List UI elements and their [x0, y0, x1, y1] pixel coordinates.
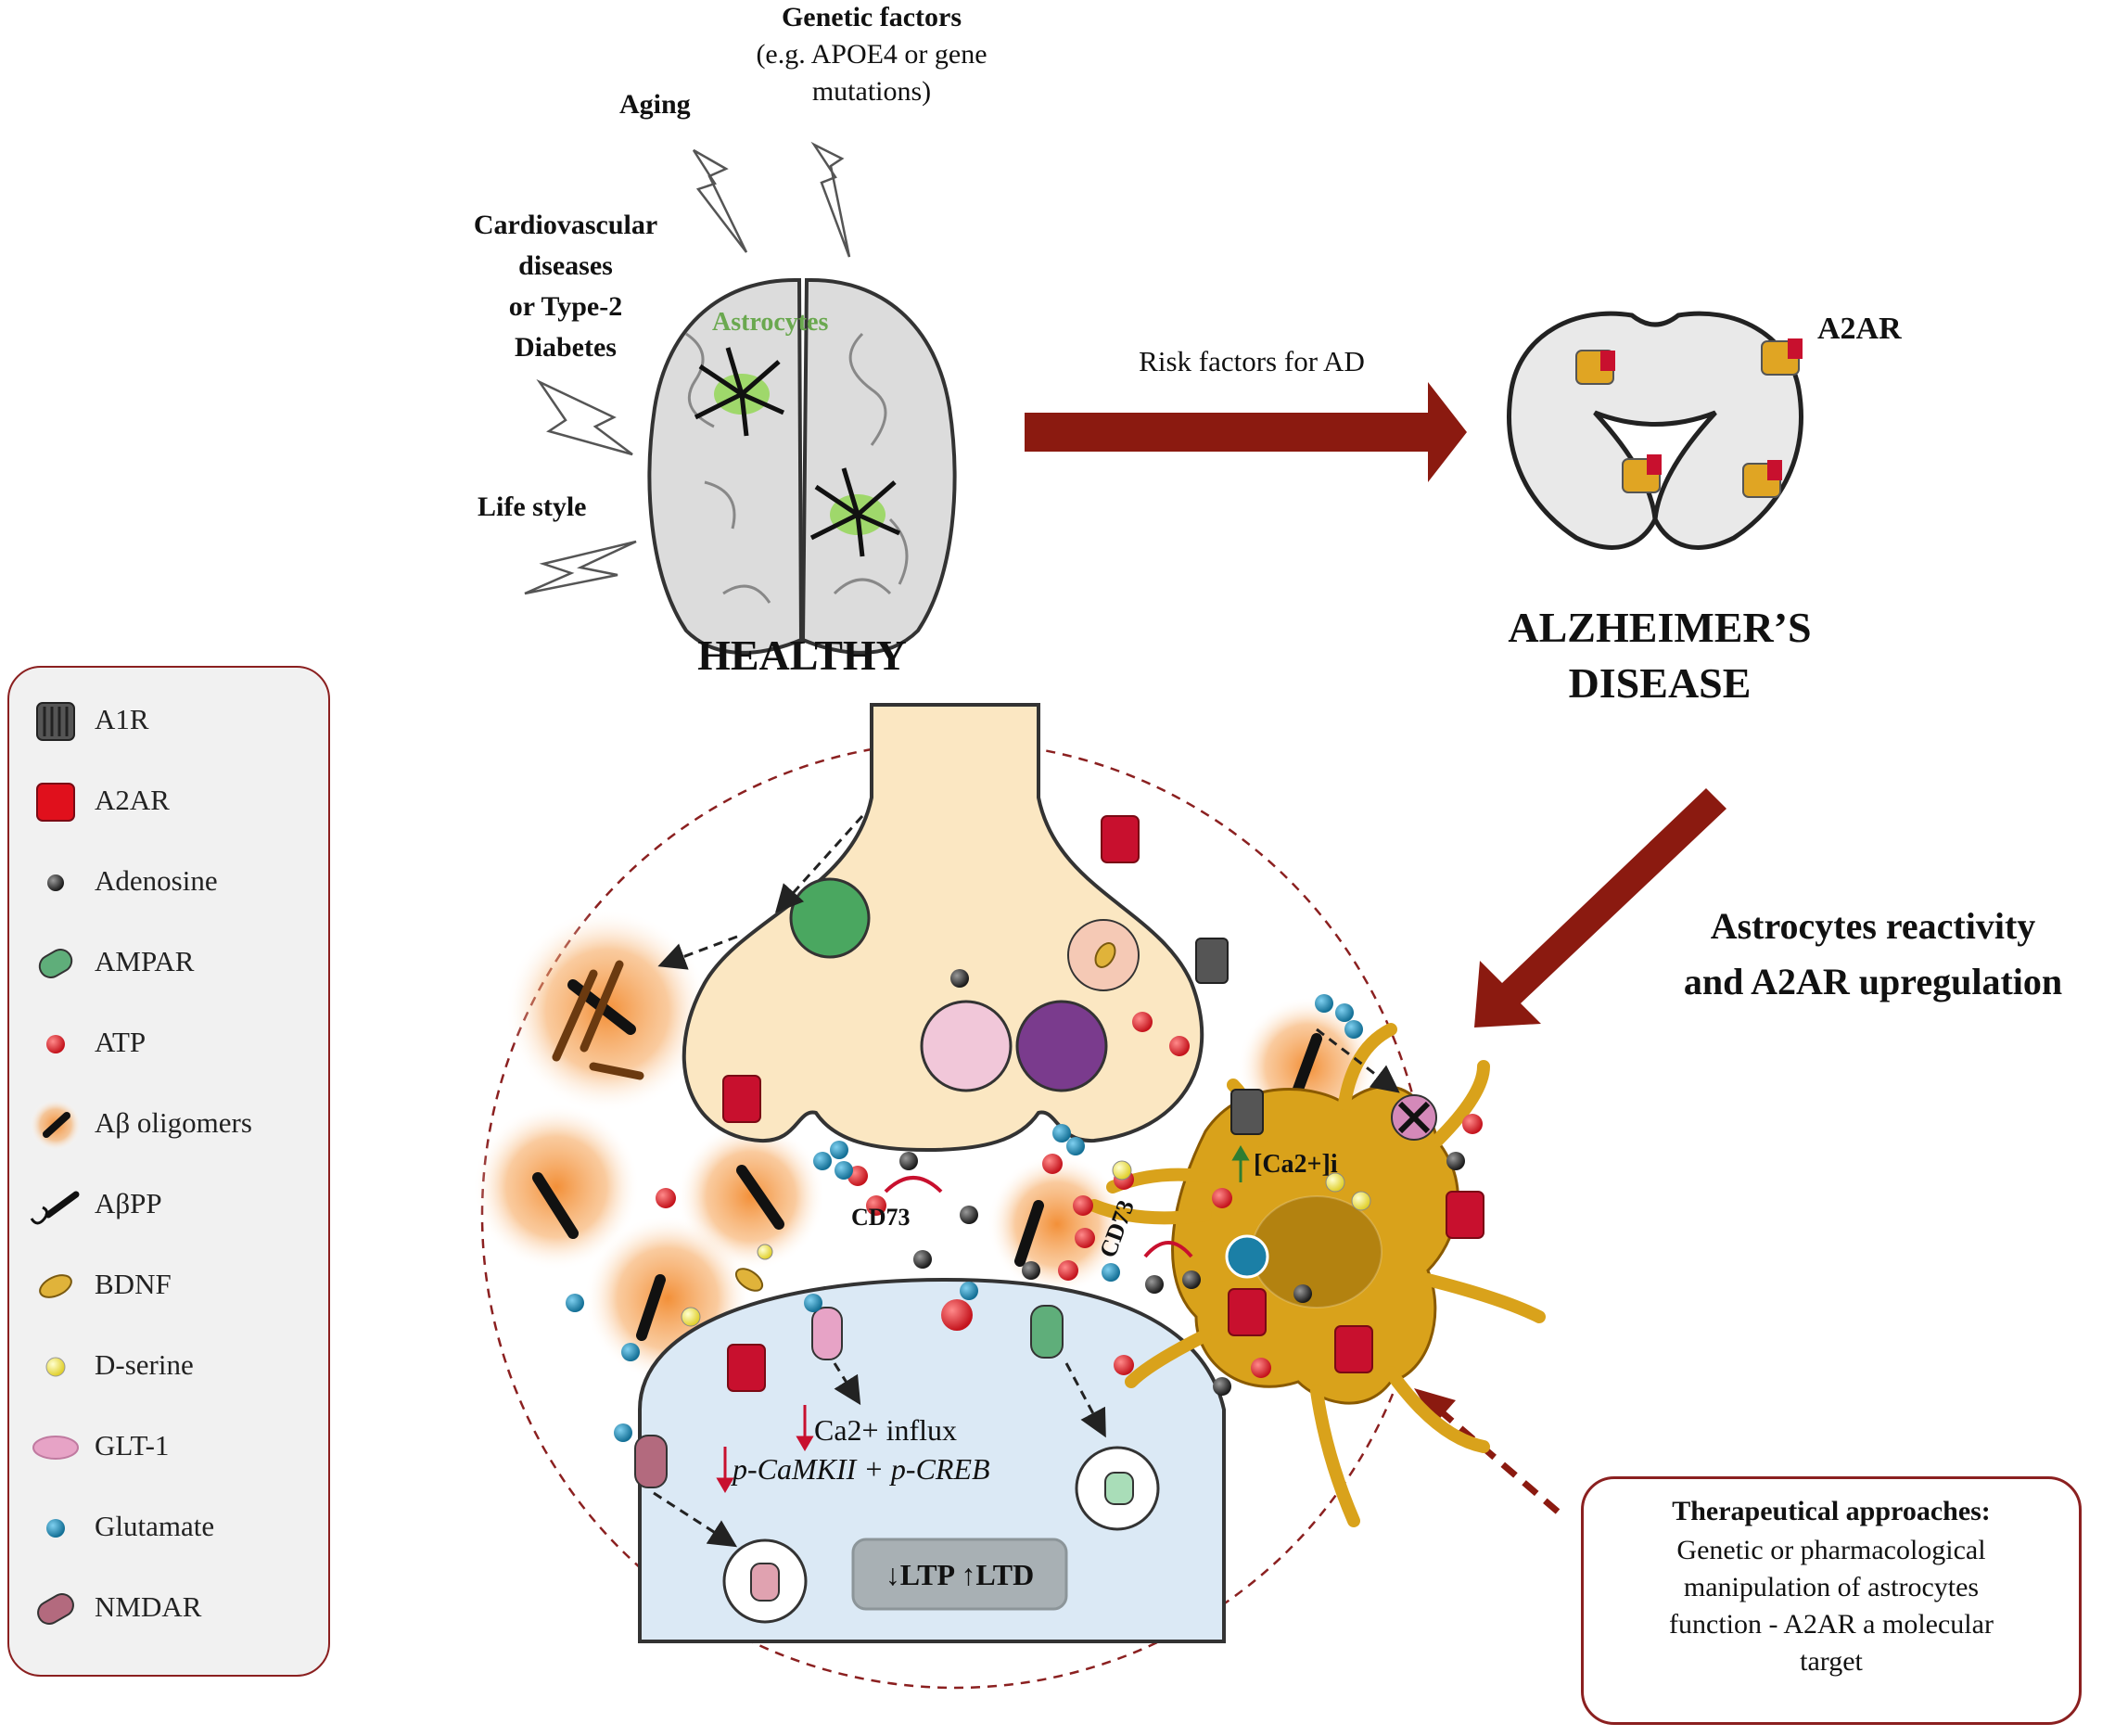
atp-dot-icon [46, 1035, 65, 1053]
therapy-arrow [1414, 1388, 1561, 1514]
astrocyte-in-brain-2 [809, 467, 901, 557]
legend-label-d-serine: D-serine [95, 1348, 194, 1381]
legend-label-a2ar: A2AR [95, 784, 170, 816]
trafficking-arrows [653, 814, 1400, 1548]
legend-item-ampar: AMPAR [9, 936, 325, 991]
therapy-title: Therapeutical approaches: [1672, 1496, 1991, 1526]
genetic-factors-title: Genetic factors [781, 2, 962, 32]
healthy-brain [647, 277, 957, 655]
legend-item-bdnf: BDNF [9, 1258, 325, 1314]
adenosine-dot-icon [47, 874, 64, 891]
astrocytes-label: Astrocytes [712, 308, 829, 337]
a2ar-receptor-icon [36, 783, 75, 822]
therapy-line-1: Genetic or pharmacological [1676, 1535, 1986, 1565]
cardio-label-1: Cardiovascular [473, 210, 658, 240]
legend-label-atp: ATP [95, 1026, 147, 1058]
adenosine-molecules [899, 969, 1465, 1396]
d-serine-molecules [681, 1160, 1371, 1327]
reactivity-label-2: and A2AR upregulation [1683, 961, 2063, 1002]
decrease-arrows [716, 1405, 814, 1493]
nmdar-receptor [634, 1435, 780, 1602]
legend-label-ampar: AMPAR [95, 945, 195, 977]
therapy-line-3: function - A2AR a molecular [1669, 1609, 1994, 1640]
legend-item-nmdar: NMDAR [9, 1581, 325, 1637]
cd73-label-left: CD73 [851, 1204, 911, 1231]
a2ar-receptors [722, 815, 1484, 1392]
reactivity-label-1: Astrocytes reactivity [1710, 905, 2036, 947]
bdnf-icon [39, 1274, 72, 1298]
a1r-receptor-icon [36, 702, 75, 741]
lifestyle-label: Life style [478, 491, 587, 522]
synaptic-vesicles [722, 877, 1269, 1624]
legend-item-a1r: A1R [9, 694, 325, 749]
astrocyte-in-brain-1 [694, 347, 785, 437]
legend-label-bdnf: BDNF [95, 1268, 172, 1300]
therapy-box: Therapeutical approaches: Genetic or pha… [1581, 1476, 2082, 1725]
d-serine-dot-icon [45, 1357, 66, 1377]
a1r-receptors [1195, 938, 1264, 1135]
genetic-factors-subtitle-2: mutations) [811, 76, 932, 107]
a2ar-label: A2AR [1817, 312, 1902, 346]
genetic-factors-subtitle-1: (e.g. APOE4 or gene [756, 39, 987, 70]
legend-label-adenosine: Adenosine [95, 864, 218, 897]
glt1-transporter [811, 1094, 1437, 1360]
cardio-label-4: Diabetes [515, 332, 617, 363]
legend-item-d-serine: D-serine [9, 1339, 325, 1395]
therapy-line-2: manipulation of astrocytes [1683, 1572, 1980, 1602]
legend-label-glutamate: Glutamate [95, 1510, 215, 1542]
therapy-line-4: target [1800, 1646, 1863, 1677]
legend-panel: A1R A2AR Adenosine AMPAR ATP Aβ oligomer… [7, 666, 330, 1677]
nmdar-icon [37, 1593, 74, 1625]
ampar-receptor [1030, 1305, 1134, 1505]
legend-item-abeta: Aβ oligomers [9, 1097, 325, 1153]
abeta-oligomer-icon [30, 1099, 82, 1151]
ltp-ltd-label: ↓LTP ↑LTD [885, 1558, 1035, 1591]
alzheimers-label-1: ALZHEIMER’S [1508, 604, 1812, 651]
calcium-concentration-label: [Ca2+]i [1254, 1150, 1338, 1179]
legend-item-glt1: GLT-1 [9, 1420, 325, 1475]
ad-brain [1507, 311, 1803, 550]
camk-creb-label: p-CaMKII + p-CREB [733, 1452, 990, 1486]
increase-arrow [1231, 1145, 1250, 1182]
legend-label-abeta: Aβ oligomers [95, 1106, 252, 1139]
alzheimers-label-2: DISEASE [1568, 659, 1752, 707]
glutamate-molecules [566, 994, 1363, 1442]
lightning-icon [524, 141, 851, 595]
legend-item-adenosine: Adenosine [9, 855, 325, 911]
legend-item-a2ar: A2AR [9, 774, 325, 830]
cardio-label-3: or Type-2 [508, 291, 623, 322]
glutamate-dot-icon [46, 1519, 65, 1538]
legend-item-atp: ATP [9, 1016, 325, 1072]
risk-factors-label: Risk factors for AD [1139, 345, 1365, 377]
cardio-label-2: diseases [518, 250, 613, 281]
legend-item-abpp: AβPP [9, 1178, 325, 1233]
legend-label-glt1: GLT-1 [95, 1429, 170, 1462]
legend-label-abpp: AβPP [95, 1187, 162, 1219]
ltp-ltd-box [851, 1538, 1068, 1611]
ampar-icon [38, 949, 73, 978]
risk-arrow [1025, 382, 1467, 482]
cd73-enzyme-arrow [884, 1176, 1193, 1258]
aging-label: Aging [619, 89, 691, 120]
legend-label-a1r: A1R [95, 703, 149, 735]
bdnf-molecules [734, 942, 1116, 1292]
legend-item-glutamate: Glutamate [9, 1500, 325, 1556]
glt1-icon [32, 1436, 79, 1460]
legend-label-nmdar: NMDAR [95, 1590, 202, 1623]
healthy-label: HEALTHY [697, 632, 907, 679]
abpp-icon [30, 1191, 80, 1225]
reactivity-arrow [1474, 788, 1726, 1028]
calcium-influx-label: Ca2+ influx [814, 1413, 958, 1447]
